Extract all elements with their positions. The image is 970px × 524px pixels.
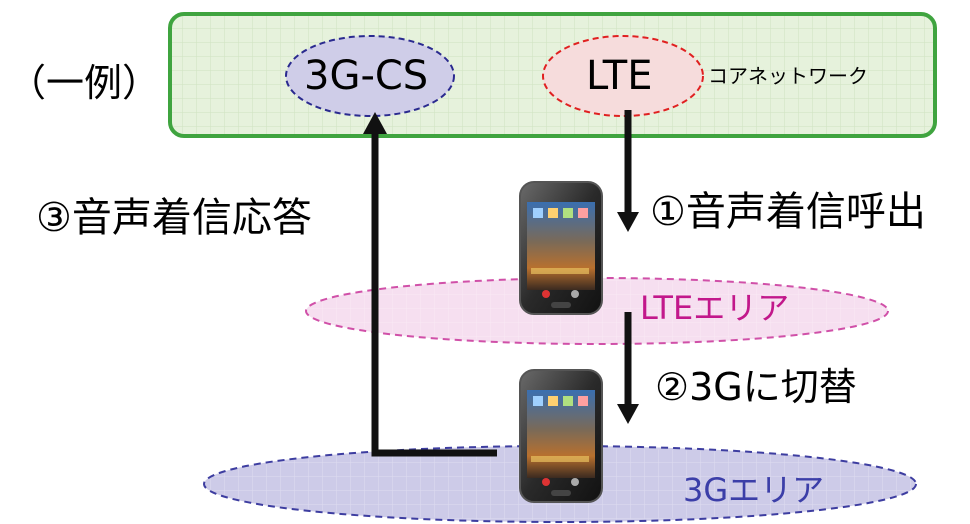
core-network-caption: コアネットワーク bbox=[708, 64, 868, 88]
lte-area-label: LTEエリア bbox=[640, 289, 790, 327]
smartphone-icon bbox=[519, 369, 603, 503]
arrow-step2 bbox=[617, 312, 639, 424]
lte-label: LTE bbox=[586, 53, 653, 99]
smartphone-icon bbox=[519, 181, 603, 315]
step3-label: ③音声着信応答 bbox=[36, 195, 312, 241]
step1-label: ①音声着信呼出 bbox=[650, 189, 926, 235]
cs-node bbox=[285, 35, 455, 117]
cs-label: 3G-CS bbox=[304, 53, 429, 99]
g3-area-label: 3Gエリア bbox=[683, 471, 825, 509]
step2-label: ②3Gに切替 bbox=[655, 365, 857, 409]
arrow-step1 bbox=[617, 110, 639, 232]
arrow-step3 bbox=[363, 112, 497, 457]
example-label: （一例） bbox=[8, 61, 161, 105]
lte-node bbox=[542, 35, 704, 117]
